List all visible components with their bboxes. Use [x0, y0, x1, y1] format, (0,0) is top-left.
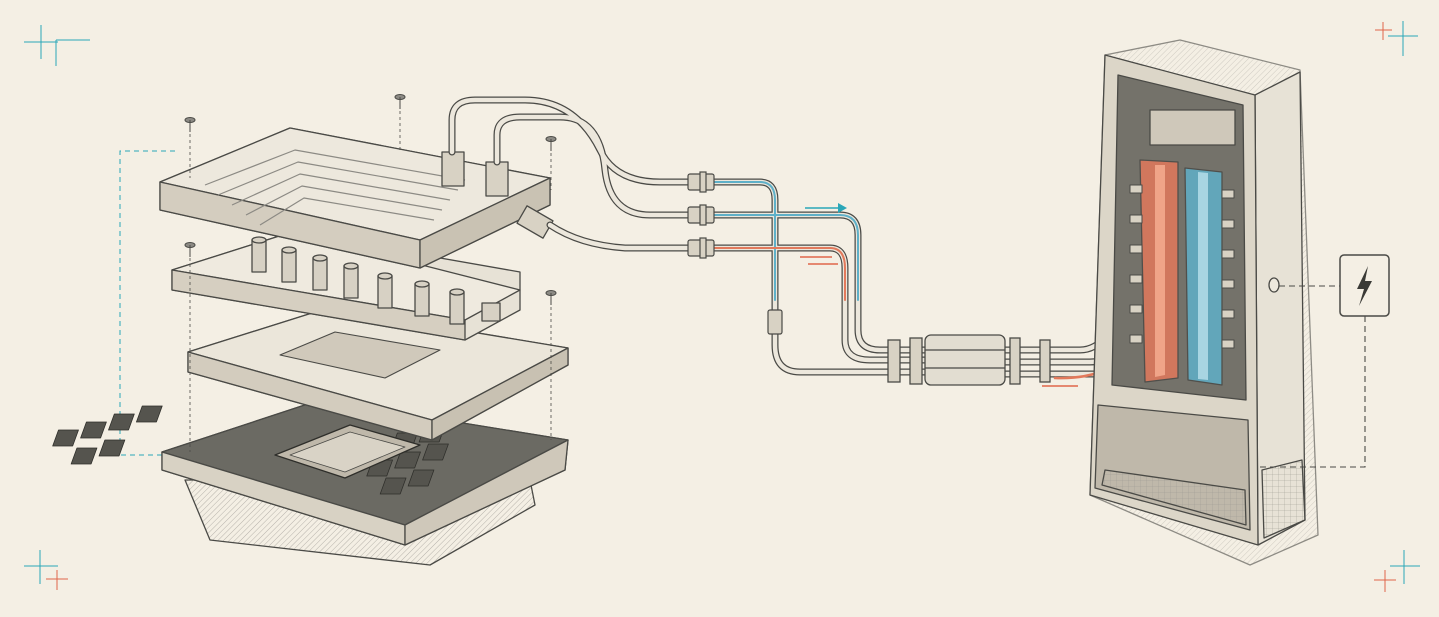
hot-manifold [1139, 159, 1179, 383]
power-box [1339, 254, 1390, 317]
assembly-bracket [119, 150, 175, 456]
connector-2 [687, 204, 715, 226]
distribution-manifold [887, 334, 1051, 386]
rack-port [1268, 277, 1280, 293]
coolant-channels [204, 149, 466, 226]
connector-1 [687, 171, 715, 193]
manifold-fittings [251, 236, 501, 325]
exploded-cooling-stack [52, 94, 569, 566]
corner-mark-bottom-left [24, 550, 68, 590]
quick-connectors [687, 171, 783, 335]
connector-3 [687, 237, 715, 259]
corner-mark-top-right [1375, 21, 1418, 56]
coolant-tubing [448, 96, 1154, 380]
power-link [1260, 285, 1366, 468]
flow-arrow-icon [805, 203, 847, 213]
server-rack [1089, 39, 1319, 566]
return-flow-marks [800, 256, 1078, 387]
screw-guide-lines [189, 111, 552, 452]
corner-mark-top-left [24, 25, 90, 66]
lightning-bolt-icon [1357, 266, 1372, 306]
screws [184, 94, 557, 305]
memory-chips [52, 405, 449, 495]
corner-mark-bottom-right [1374, 550, 1420, 592]
circuit-board [52, 399, 569, 566]
processor-chip [274, 424, 421, 479]
top-cover-plate [159, 127, 554, 269]
cold-manifold [1184, 167, 1223, 386]
corner-marks [24, 21, 1420, 592]
manifold-ports [1129, 184, 1235, 349]
cold-plate [187, 307, 569, 441]
